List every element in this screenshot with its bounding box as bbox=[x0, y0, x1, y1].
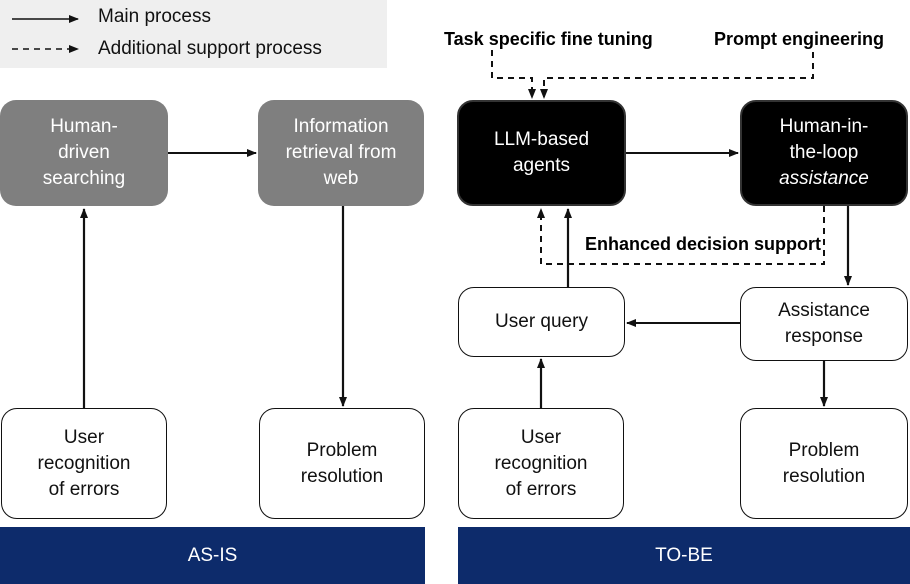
llm-agents-line1: LLM-based bbox=[493, 129, 590, 150]
task-fine-tuning-label: Task specific fine tuning bbox=[444, 29, 653, 49]
user-query-line1: User query bbox=[495, 311, 588, 332]
info-retrieval-box: Information retrieval from web bbox=[258, 100, 424, 206]
info-retrieval-line1: Information bbox=[293, 116, 389, 137]
user-recognition-line1: User bbox=[63, 426, 105, 448]
problem-resolution-line1: Problem bbox=[306, 439, 378, 461]
human-in-loop-line1: Human-in- bbox=[779, 116, 869, 137]
human-searching-box: Human- driven searching bbox=[0, 100, 168, 206]
dashed-decision-support-path bbox=[537, 206, 825, 265]
user-recognition-tobe-line1: User bbox=[520, 426, 562, 448]
llm-agents-line2: agents bbox=[512, 155, 571, 176]
human-searching-line2: driven bbox=[58, 142, 110, 163]
assistance-response-line1: Assistance bbox=[778, 300, 870, 321]
dashed-prompt-engineering-path bbox=[540, 52, 814, 99]
llm-agents-box: LLM-based agents bbox=[457, 100, 626, 206]
legend-support-label: Additional support process bbox=[98, 38, 322, 59]
info-retrieval-line3: web bbox=[323, 168, 359, 189]
user-recognition-line2: recognition bbox=[37, 452, 131, 474]
problem-resolution-box-tobe: Problem resolution bbox=[740, 408, 908, 519]
user-query-box: User query bbox=[458, 287, 625, 357]
user-recognition-tobe-line3: of errors bbox=[505, 478, 577, 500]
user-recognition-box-tobe: User recognition of errors bbox=[458, 408, 624, 519]
problem-resolution-box-asis: Problem resolution bbox=[259, 408, 425, 519]
prompt-engineering-label: Prompt engineering bbox=[714, 29, 885, 49]
legend bbox=[0, 0, 387, 68]
human-in-loop-line2: the-loop bbox=[789, 142, 859, 163]
assistance-response-line2: response bbox=[784, 326, 864, 347]
legend-main-label: Main process bbox=[98, 6, 211, 27]
assistance-response-box: Assistance response bbox=[740, 287, 908, 361]
user-recognition-tobe-line2: recognition bbox=[494, 452, 588, 474]
human-in-loop-line3: assistance bbox=[779, 168, 869, 189]
problem-resolution-tobe-line2: resolution bbox=[782, 465, 866, 487]
problem-resolution-line2: resolution bbox=[300, 465, 384, 487]
problem-resolution-tobe-line1: Problem bbox=[788, 439, 860, 461]
user-recognition-box-asis: User recognition of errors bbox=[1, 408, 167, 519]
as-is-band: AS-IS bbox=[0, 527, 425, 584]
info-retrieval-line2: retrieval from bbox=[285, 142, 397, 163]
human-searching-line3: searching bbox=[42, 168, 126, 189]
to-be-band: TO-BE bbox=[458, 527, 910, 584]
dashed-fine-tuning-path bbox=[491, 50, 536, 99]
enhanced-decision-label: Enhanced decision support bbox=[585, 234, 822, 254]
user-recognition-line3: of errors bbox=[48, 478, 120, 500]
human-searching-line1: Human- bbox=[50, 116, 118, 137]
human-in-loop-box: Human-in- the-loop assistance bbox=[740, 100, 908, 206]
